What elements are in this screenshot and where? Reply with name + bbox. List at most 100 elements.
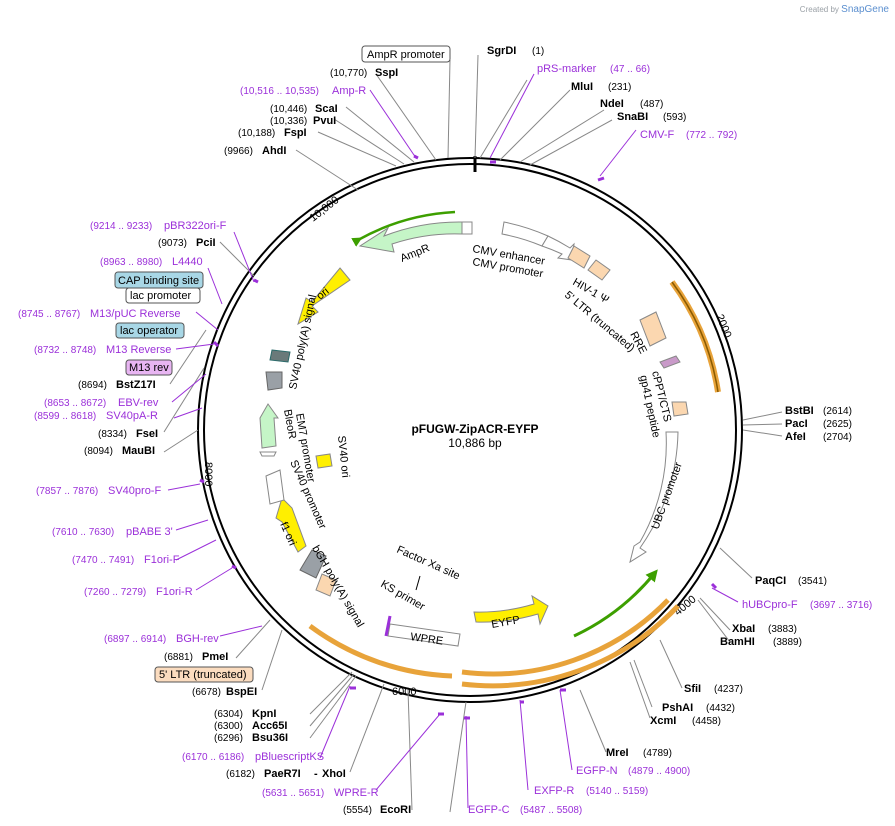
svg-text:(6300): (6300) <box>214 721 243 732</box>
svg-text:(7610 .. 7630): (7610 .. 7630) <box>52 527 114 538</box>
ampr-promoter-box <box>361 45 451 63</box>
m13-rev-box-label: M13 rev <box>129 362 169 374</box>
ampr-feature <box>358 221 463 253</box>
primer-m13-reverse: M13 Reverse <box>106 344 171 356</box>
enzyme-fsei: FseI <box>136 428 158 440</box>
tick-2000: 2000 <box>713 313 733 340</box>
svg-text:(5631 .. 5651): (5631 .. 5651) <box>262 788 324 799</box>
lac-promoter-box-label: lac promoter <box>130 290 191 302</box>
enzyme-pmei: PmeI <box>202 651 228 663</box>
tick-6000: 6000 <box>392 686 416 698</box>
svg-text:(8334): (8334) <box>98 429 127 440</box>
ks-primer-site <box>384 615 392 637</box>
sv40-ori-label: SV40 ori <box>335 435 351 478</box>
enzyme-sgrdi: SgrDI <box>487 45 516 57</box>
svg-text:(4879 .. 4900): (4879 .. 4900) <box>628 766 690 777</box>
lac-operator-box-label: lac operator <box>120 325 178 337</box>
enzyme-paci: PacI <box>785 418 808 430</box>
factor-xa-mark <box>415 575 421 591</box>
svg-text:(8653 .. 8672): (8653 .. 8672) <box>44 398 106 409</box>
connectors-right <box>449 54 783 813</box>
svg-text:(4237): (4237) <box>714 684 743 695</box>
svg-text:(47 .. 66): (47 .. 66) <box>610 64 650 75</box>
enzyme-ecori: EcoRI <box>380 804 411 816</box>
svg-text:(5487 .. 5508): (5487 .. 5508) <box>520 805 582 816</box>
ampr-orf-arrow <box>351 210 456 247</box>
m13-rev-box <box>125 359 173 376</box>
svg-text:(5140 .. 5159): (5140 .. 5159) <box>586 786 648 797</box>
primer-cmv-f: CMV-F <box>640 129 675 141</box>
primer-bgh-rev: BGH-rev <box>176 633 219 645</box>
enzyme-labels-right: SgrDI (1) MluI (231) NdeI (487) SnaBI (5… <box>343 45 852 816</box>
enzyme-afei: AfeI <box>785 431 806 443</box>
primer-site-ticks <box>199 154 718 720</box>
primer-f1ori-f: F1ori-F <box>144 554 180 566</box>
enzyme-paer7i: PaeR7I <box>264 768 301 780</box>
primer-amp-r: Amp-R <box>332 85 366 97</box>
enzyme-sfii: SfiI <box>684 683 701 695</box>
enzyme-maubi: MauBI <box>122 445 155 457</box>
svg-text:(10,446): (10,446) <box>270 104 307 115</box>
ubc-promoter-feature <box>629 431 679 564</box>
orf-arc-top-right <box>669 280 721 393</box>
svg-text:(8963 .. 8980): (8963 .. 8980) <box>100 257 162 268</box>
snapgene-logo: SnapGene <box>841 4 889 15</box>
primer-egfp-n: EGFP-N <box>576 765 618 777</box>
ampr-label: AmpR <box>399 242 432 265</box>
enzyme-bamhi: BamHI <box>720 636 755 648</box>
sv40-polya-feature <box>265 371 283 391</box>
ori-feature <box>297 267 351 326</box>
enzyme-fspi: FspI <box>284 127 307 139</box>
enzyme-pcii: PciI <box>196 237 216 249</box>
svg-text:(4789): (4789) <box>643 748 672 759</box>
svg-text:(8745 .. 8767): (8745 .. 8767) <box>18 309 80 320</box>
svg-text:(10,188): (10,188) <box>238 128 275 139</box>
svg-text:(487): (487) <box>640 99 663 110</box>
svg-text:(3889): (3889) <box>773 637 802 648</box>
primer-hubcpro-f: hUBCpro-F <box>742 599 798 611</box>
primer-l4440: L4440 <box>172 256 203 268</box>
primer-egfp-c: EGFP-C <box>468 804 510 816</box>
primer-f1ori-r: F1ori-R <box>156 586 193 598</box>
primer-pbr322ori-f: pBR322ori-F <box>164 220 227 232</box>
ampr-promoter-box-label: AmpR promoter <box>367 49 445 61</box>
svg-text:(7857 .. 7876): (7857 .. 7876) <box>36 486 98 497</box>
svg-text:(8694): (8694) <box>78 380 107 391</box>
svg-text:(2704): (2704) <box>823 432 852 443</box>
orf-arc-lower-3 <box>308 623 453 679</box>
svg-text:(5554): (5554) <box>343 805 372 816</box>
primer-exfp-r: EXFP-R <box>534 785 574 797</box>
wpre-label: WPRE <box>410 631 444 647</box>
cmv-promoter-feature <box>541 235 575 261</box>
svg-text:(231): (231) <box>608 82 631 93</box>
primer-m13-puc-reverse: M13/pUC Reverse <box>90 308 180 320</box>
cppt-feature <box>659 355 681 369</box>
eyfp-label: EYFP <box>490 614 520 631</box>
enzyme-sspi: SspI <box>375 67 398 79</box>
enzyme-pshai: PshAI <box>662 702 693 714</box>
f1-ori-feature <box>275 497 307 553</box>
svg-text:(6304): (6304) <box>214 709 243 720</box>
svg-text:(4432): (4432) <box>706 703 735 714</box>
enzyme-snabi: SnaBI <box>617 111 648 123</box>
svg-text:(6897 .. 6914): (6897 .. 6914) <box>104 634 166 645</box>
svg-text:-: - <box>314 768 318 780</box>
cmv-enhancer-feature <box>501 221 549 247</box>
orf-arc-lower-1 <box>461 598 670 677</box>
lac-operator-box <box>115 322 185 339</box>
enzyme-xhoi: XhoI <box>322 768 346 780</box>
svg-text:(8732 .. 8748): (8732 .. 8748) <box>34 345 96 356</box>
ltr-truncated-feature <box>567 245 591 269</box>
enzyme-bsu36i: Bsu36I <box>252 732 288 744</box>
bleor-label: BleoR <box>281 408 298 440</box>
primer-labels-right: pRS-marker (47 .. 66) CMV-F (772 .. 792)… <box>468 63 872 816</box>
sv40-ori-feature <box>315 453 333 469</box>
svg-text:(6678): (6678) <box>192 687 221 698</box>
ampr-promoter-feature <box>461 221 473 235</box>
hiv-psi-feature <box>587 259 611 281</box>
plasmid-size: 10,886 bp <box>448 436 502 450</box>
em7-feature <box>259 451 277 457</box>
primer-sv40pro-f: SV40pro-F <box>108 485 161 497</box>
lac-promoter-box <box>125 287 201 304</box>
svg-text:(4458): (4458) <box>692 716 721 727</box>
